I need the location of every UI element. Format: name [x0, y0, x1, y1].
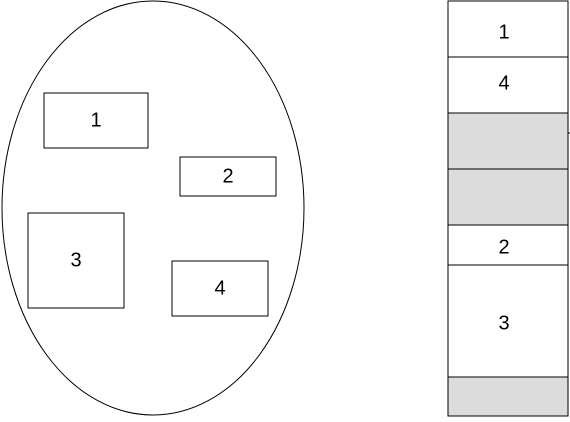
pool-item-3-label: 3 [70, 249, 81, 271]
oval-pool: 1 2 3 4 [1, 0, 305, 416]
column-segment-4: 4 [447, 56, 569, 114]
pool-item-1-label: 1 [90, 109, 101, 131]
column-segment-1-label: 1 [498, 21, 509, 43]
column-segment-2: 2 [447, 224, 569, 266]
pool-item-1: 1 [43, 92, 149, 149]
column-segment-free-a [447, 112, 569, 170]
pool-item-4-label: 4 [214, 277, 225, 299]
pool-item-3: 3 [27, 212, 125, 309]
oval-outline [1, 0, 305, 416]
stacked-column: 1 4 2 3 [447, 0, 570, 417]
pool-item-2-label: 2 [222, 165, 233, 187]
pool-item-4: 4 [171, 260, 269, 317]
column-segment-free-b [447, 168, 569, 226]
column-segment-3-label: 3 [498, 312, 509, 334]
pool-item-2: 2 [179, 156, 277, 197]
column-segment-2-label: 2 [498, 236, 509, 258]
column-segment-3: 3 [447, 264, 569, 378]
column-segment-1: 1 [447, 0, 569, 58]
column-segment-4-label: 4 [498, 72, 509, 94]
column-segment-free-c [447, 376, 569, 417]
